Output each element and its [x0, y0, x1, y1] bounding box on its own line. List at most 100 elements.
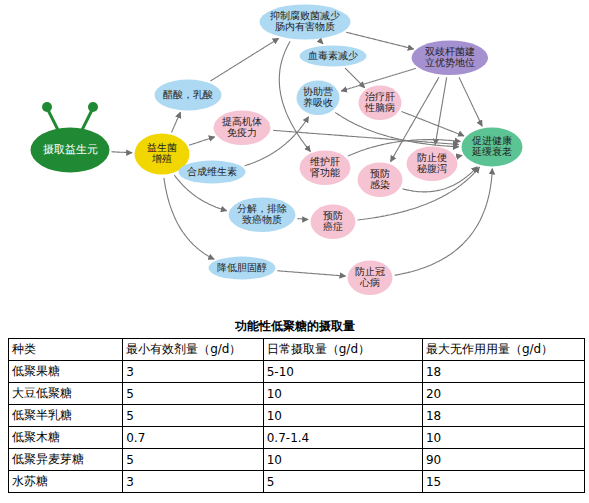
effect-ellipse: 抑制腐败菌减少肠内有害物质 [259, 4, 351, 40]
table-cell: 低聚异麦芽糖 [9, 449, 123, 471]
node-text: 血毒素减少 [308, 51, 358, 62]
cell-text: 20 [426, 387, 441, 401]
table-cell: 低聚果糖 [9, 361, 123, 383]
effect-ellipse: 防止便秘腹泻 [406, 146, 458, 181]
effect-ellipse: 促进健康延缓衰老 [461, 127, 523, 167]
table-cell: 5 [263, 471, 422, 493]
cell-text: 3 [126, 475, 134, 489]
cell-text: 10 [267, 453, 282, 467]
effect-ellipse: 预防感染 [357, 162, 403, 197]
cell-text: 15 [426, 475, 441, 489]
table-cell: 18 [422, 361, 584, 383]
effect-ellipse: 血毒素减少 [299, 45, 367, 67]
table-cell: 0.7 [123, 427, 264, 449]
cell-text: 最小有效剂量（g/d） [126, 342, 241, 356]
table-title-text: 功能性低聚糖的摄取量 [235, 319, 355, 333]
table-cell: 20 [422, 383, 584, 405]
node-text: 预防癌症 [323, 211, 343, 233]
connector-arrow [458, 156, 463, 157]
table-cell: 10 [263, 449, 422, 471]
effect-ellipse: 维护肝肾功能 [299, 150, 351, 185]
cell-text: 日常摄取量（g/d） [267, 342, 370, 356]
prebiotic-circle: 摄取益生元 [30, 127, 110, 173]
cell-text: 10 [267, 409, 282, 423]
node-text: 双歧杆菌建立优势地位 [421, 47, 479, 69]
table-cell: 10 [422, 427, 584, 449]
table-cell: 3 [123, 471, 264, 493]
effect-ellipse: 降低胆固醇 [208, 256, 276, 280]
connector-arrow [298, 219, 309, 220]
node-text: 合成维生素 [187, 167, 237, 178]
table-cell: 大豆低聚糖 [9, 383, 123, 405]
effect-ellipse: 合成维生素 [178, 160, 246, 184]
table-cell: 最大无作用用量（g/d） [422, 339, 584, 361]
effect-ellipse: 双歧杆菌建立优势地位 [411, 40, 489, 75]
connector-arrow [459, 77, 482, 126]
connector-arrow [395, 169, 493, 276]
cell-text: 18 [426, 365, 441, 379]
table-cell: 5 [123, 449, 264, 471]
connector-arrow [435, 77, 446, 144]
table-row: 种类 最小有效剂量（g/d） 日常摄取量（g/d） 最大无作用用量（g/d） [9, 339, 585, 361]
table-cell: 5 [123, 405, 264, 427]
table-cell: 日常摄取量（g/d） [263, 339, 422, 361]
connector-arrow [210, 38, 278, 81]
node-text: 防止便秘腹泻 [417, 153, 447, 175]
cell-text: 5 [126, 453, 134, 467]
effect-ellipse: 治疗肝性脑病 [358, 85, 402, 120]
node-text: 协助营养吸收 [303, 87, 333, 109]
table-cell: 10 [263, 383, 422, 405]
cell-text: 5 [267, 475, 275, 489]
table-row: 低聚异麦芽糖 5 10 90 [9, 449, 585, 471]
table-row: 低聚果糖35-1018 [9, 361, 585, 383]
table-row: 低聚半乳糖51018 [9, 405, 585, 427]
effect-ellipse: 防止冠心病 [347, 260, 393, 295]
cell-text: 3 [126, 365, 134, 379]
cell-text: 低聚果糖 [12, 364, 60, 378]
connector-arrow [111, 151, 132, 153]
table-cell: 3 [123, 361, 264, 383]
node-text: 益生菌增殖 [147, 143, 177, 165]
cell-text: 10 [426, 431, 441, 445]
node-text: 治疗肝性脑病 [365, 92, 395, 114]
cell-text: 0.7-1.4 [267, 431, 310, 445]
connector-arrow [277, 271, 345, 276]
effect-ellipse: 醋酸，乳酸 [154, 79, 222, 111]
connector-arrow [164, 178, 214, 259]
connector-arrow [346, 32, 414, 49]
node-text: 促进健康延缓衰老 [472, 136, 512, 158]
table-title: 功能性低聚糖的摄取量 [0, 318, 589, 335]
table-cell: 18 [422, 405, 584, 427]
effect-ellipse: 分解，排除致癌物质 [228, 197, 296, 232]
cell-text: 0.7 [126, 431, 145, 445]
cell-text: 90 [426, 453, 441, 467]
node-text: 抑制腐败菌减少肠内有害物质 [270, 11, 340, 33]
cell-text: 10 [267, 387, 282, 401]
cell-text: 5 [126, 387, 134, 401]
connector-arrow [189, 137, 214, 145]
node-text: 提高机体免疫力 [222, 117, 262, 139]
effect-ellipse: 提高机体免疫力 [213, 110, 271, 145]
table-row: 大豆低聚糖5 10 20 [9, 383, 585, 405]
effect-ellipse: 预防癌症 [310, 204, 356, 239]
table-cell: 10 [263, 405, 422, 427]
table-cell: 种类 [9, 339, 123, 361]
table-cell: 5 [123, 383, 264, 405]
node-text: 维护肝肾功能 [310, 157, 340, 179]
cell-text: 种类 [12, 342, 36, 356]
connector-arrow [402, 111, 465, 136]
node-text: 防止冠心病 [355, 267, 385, 289]
cell-text: 水苏糖 [12, 474, 48, 488]
cell-text: 最大无作用用量（g/d） [426, 342, 553, 356]
intake-table: 种类 最小有效剂量（g/d） 日常摄取量（g/d） 最大无作用用量（g/d） 低聚果糖 3… [8, 338, 585, 493]
table-cell: 90 [422, 449, 584, 471]
cell-text: 低聚异麦芽糖 [12, 452, 84, 466]
table-cell: 低聚木糖 [9, 427, 123, 449]
node-text: 摄取益生元 [43, 144, 98, 157]
connector-arrow [273, 130, 458, 144]
cell-text: 5 [126, 409, 134, 423]
table-cell: 水苏糖 [9, 471, 123, 493]
connector-arrow [172, 112, 181, 132]
table-row: 低聚木糖0.7 0.7-1.4 10 [9, 427, 585, 449]
table-cell: 最小有效剂量（g/d） [123, 339, 264, 361]
